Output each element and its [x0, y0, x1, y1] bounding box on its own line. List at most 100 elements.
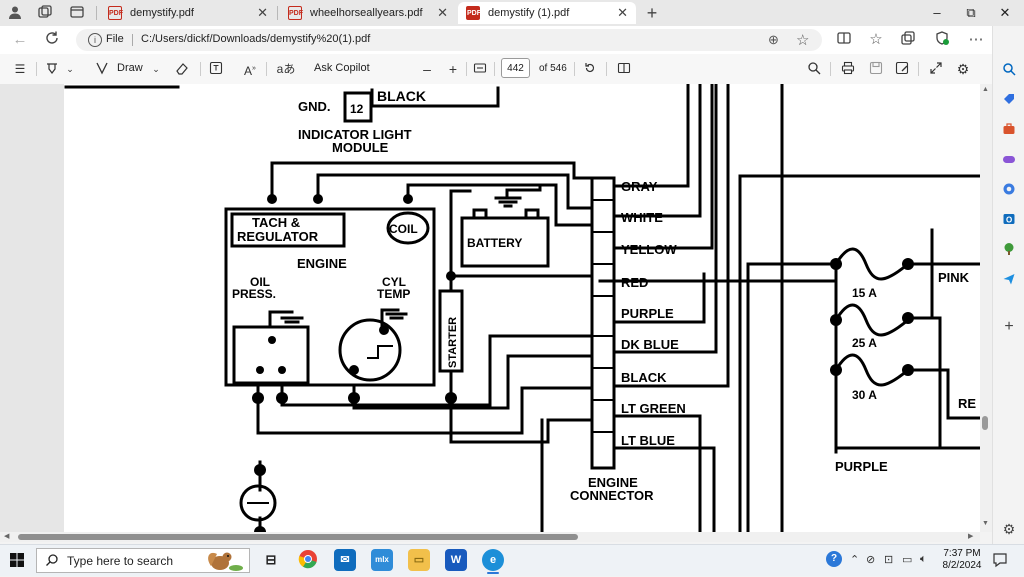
purple-bottom-label: PURPLE [835, 459, 888, 474]
horizontal-scrollbar[interactable]: ◀ ▶ [0, 532, 980, 542]
refresh-button[interactable] [42, 30, 62, 50]
page-view-icon[interactable] [616, 61, 632, 77]
favorites-icon[interactable]: ☆ [869, 31, 883, 48]
scroll-down-arrow-icon[interactable]: ▼ [982, 520, 989, 527]
restore-button[interactable]: ⧉ [966, 5, 976, 20]
network-icon[interactable]: ⊡ [884, 554, 894, 566]
save-as-icon[interactable] [894, 61, 910, 77]
chevron-down-icon[interactable]: ⌄ [152, 64, 160, 74]
contents-icon[interactable]: ☰ [14, 62, 26, 76]
vertical-scroll-thumb[interactable] [982, 416, 988, 430]
workspaces-icon[interactable] [36, 4, 54, 22]
volume-icon[interactable]: 🔈︎ [920, 553, 927, 565]
horizontal-scroll-thumb[interactable] [18, 534, 578, 540]
chrome-icon[interactable] [297, 549, 319, 571]
tab-demystify-1[interactable]: PDF demystify (1).pdf ✕ [458, 2, 636, 24]
chevron-down-icon[interactable]: ⌄ [66, 64, 74, 74]
wire-white-label: WHITE [621, 210, 663, 225]
diagram-line [256, 386, 594, 435]
draw-label[interactable]: Draw [117, 62, 143, 74]
search-icon[interactable] [1000, 62, 1018, 80]
outlook-icon[interactable]: O [1000, 212, 1018, 230]
more-options-icon[interactable]: ⋯ [968, 31, 984, 48]
text-box-icon[interactable] [208, 61, 224, 77]
address-url: C:/Users/dickf/Downloads/demystify%20(1)… [141, 33, 371, 45]
help-icon[interactable]: ? [826, 551, 842, 567]
toolbar-divider [36, 62, 37, 76]
zoom-out-button[interactable]: – [423, 61, 431, 77]
mylife-app-icon[interactable]: mlx [371, 549, 393, 571]
close-tab-icon[interactable]: ✕ [437, 5, 448, 20]
draw-icon[interactable] [94, 61, 110, 77]
close-tab-icon[interactable]: ✕ [257, 5, 268, 20]
scroll-up-arrow-icon[interactable]: ▲ [982, 86, 989, 93]
microsoft-365-icon[interactable] [1000, 182, 1018, 200]
edge-icon[interactable]: e [482, 549, 504, 571]
address-row: ← i File C:/Users/dickf/Downloads/demyst… [0, 26, 1024, 54]
address-prefix: File [106, 33, 124, 45]
highlight-icon[interactable] [44, 61, 60, 77]
favorite-star-icon[interactable]: ☆ [796, 32, 810, 49]
pdf-settings-gear-icon[interactable]: ⚙ [956, 61, 970, 77]
minimize-button[interactable]: – [933, 5, 941, 20]
tools-briefcase-icon[interactable] [1000, 122, 1018, 140]
shopping-tag-icon[interactable] [1000, 92, 1018, 110]
fullscreen-icon[interactable] [928, 61, 944, 77]
search-icon[interactable] [806, 61, 822, 77]
vertical-scrollbar[interactable]: ▲ ▼ [980, 84, 992, 532]
games-controller-icon[interactable] [1000, 152, 1018, 170]
tree-icon[interactable] [1000, 242, 1018, 260]
engine-connector-label-1: ENGINE [588, 475, 638, 490]
word-icon[interactable]: W [445, 549, 467, 571]
search-icon [45, 553, 59, 570]
save-icon[interactable] [868, 61, 884, 77]
temp-label: TEMP [377, 287, 410, 301]
task-view-icon[interactable]: ⊟ [265, 552, 277, 567]
toolbar-divider [574, 62, 575, 76]
browser-essentials-icon[interactable] [932, 30, 952, 50]
eraser-icon[interactable] [174, 61, 190, 77]
print-icon[interactable] [840, 61, 856, 77]
battery-icon[interactable]: ▭ [902, 554, 913, 566]
translate-icon[interactable]: aあ [276, 62, 296, 76]
location-icon[interactable]: ⊘ [866, 554, 876, 566]
taskbar-search-box[interactable]: Type here to search [36, 548, 250, 573]
fuse-15a-label: 15 A [852, 286, 877, 300]
ask-copilot-button[interactable]: Ask Copilot [314, 62, 370, 74]
fit-page-icon[interactable] [472, 61, 488, 77]
send-arrow-icon[interactable] [1000, 272, 1018, 290]
tab-wheelhorseallyears[interactable]: PDF wheelhorseallyears.pdf ✕ [280, 2, 456, 24]
scroll-right-arrow-icon[interactable]: ▶ [968, 533, 974, 540]
zoom-icon[interactable]: ⊕ [768, 32, 779, 47]
sidebar-settings-gear-icon[interactable]: ⚙ [1002, 521, 1016, 537]
document-viewport[interactable]: BLACK GND. 12 INDICATOR LIGHT MODULE TAC… [0, 84, 992, 532]
tab-actions-icon[interactable] [68, 4, 86, 22]
black-top-label: BLACK [377, 88, 426, 104]
page-number-input[interactable]: 442 [501, 58, 530, 78]
rotate-icon[interactable] [582, 61, 598, 77]
read-aloud-icon[interactable]: A» [244, 64, 256, 78]
new-tab-button[interactable]: + [646, 3, 658, 23]
windows-start-icon[interactable] [10, 553, 24, 570]
mail-icon[interactable]: ✉ [334, 549, 356, 571]
taskbar-clock[interactable]: 7:37 PM 8/2/2024 [942, 548, 982, 572]
collections-icon[interactable] [898, 30, 918, 50]
wire-black-label: BLACK [621, 370, 667, 385]
profile-icon[interactable] [6, 4, 24, 22]
address-bar[interactable]: i File C:/Users/dickf/Downloads/demystif… [76, 29, 822, 51]
back-button[interactable]: ← [12, 31, 28, 48]
tab-label: wheelhorseallyears.pdf [310, 7, 423, 19]
notifications-icon[interactable] [992, 552, 1008, 571]
fuse-25a-label: 25 A [852, 336, 877, 350]
close-tab-icon[interactable]: ✕ [617, 5, 628, 20]
file-explorer-icon[interactable]: ▭ [408, 549, 430, 571]
add-sidebar-app-icon[interactable]: + [1004, 318, 1014, 335]
info-icon[interactable]: i [88, 33, 102, 47]
split-screen-icon[interactable] [834, 30, 854, 50]
close-window-button[interactable]: ✕ [999, 5, 1011, 20]
scroll-left-arrow-icon[interactable]: ◀ [4, 533, 10, 540]
tab-demystify[interactable]: PDF demystify.pdf ✕ [100, 2, 276, 24]
zoom-in-button[interactable]: + [448, 61, 458, 77]
chevron-up-icon[interactable]: ⌃ [850, 554, 860, 566]
tach-regulator-box [230, 212, 346, 248]
